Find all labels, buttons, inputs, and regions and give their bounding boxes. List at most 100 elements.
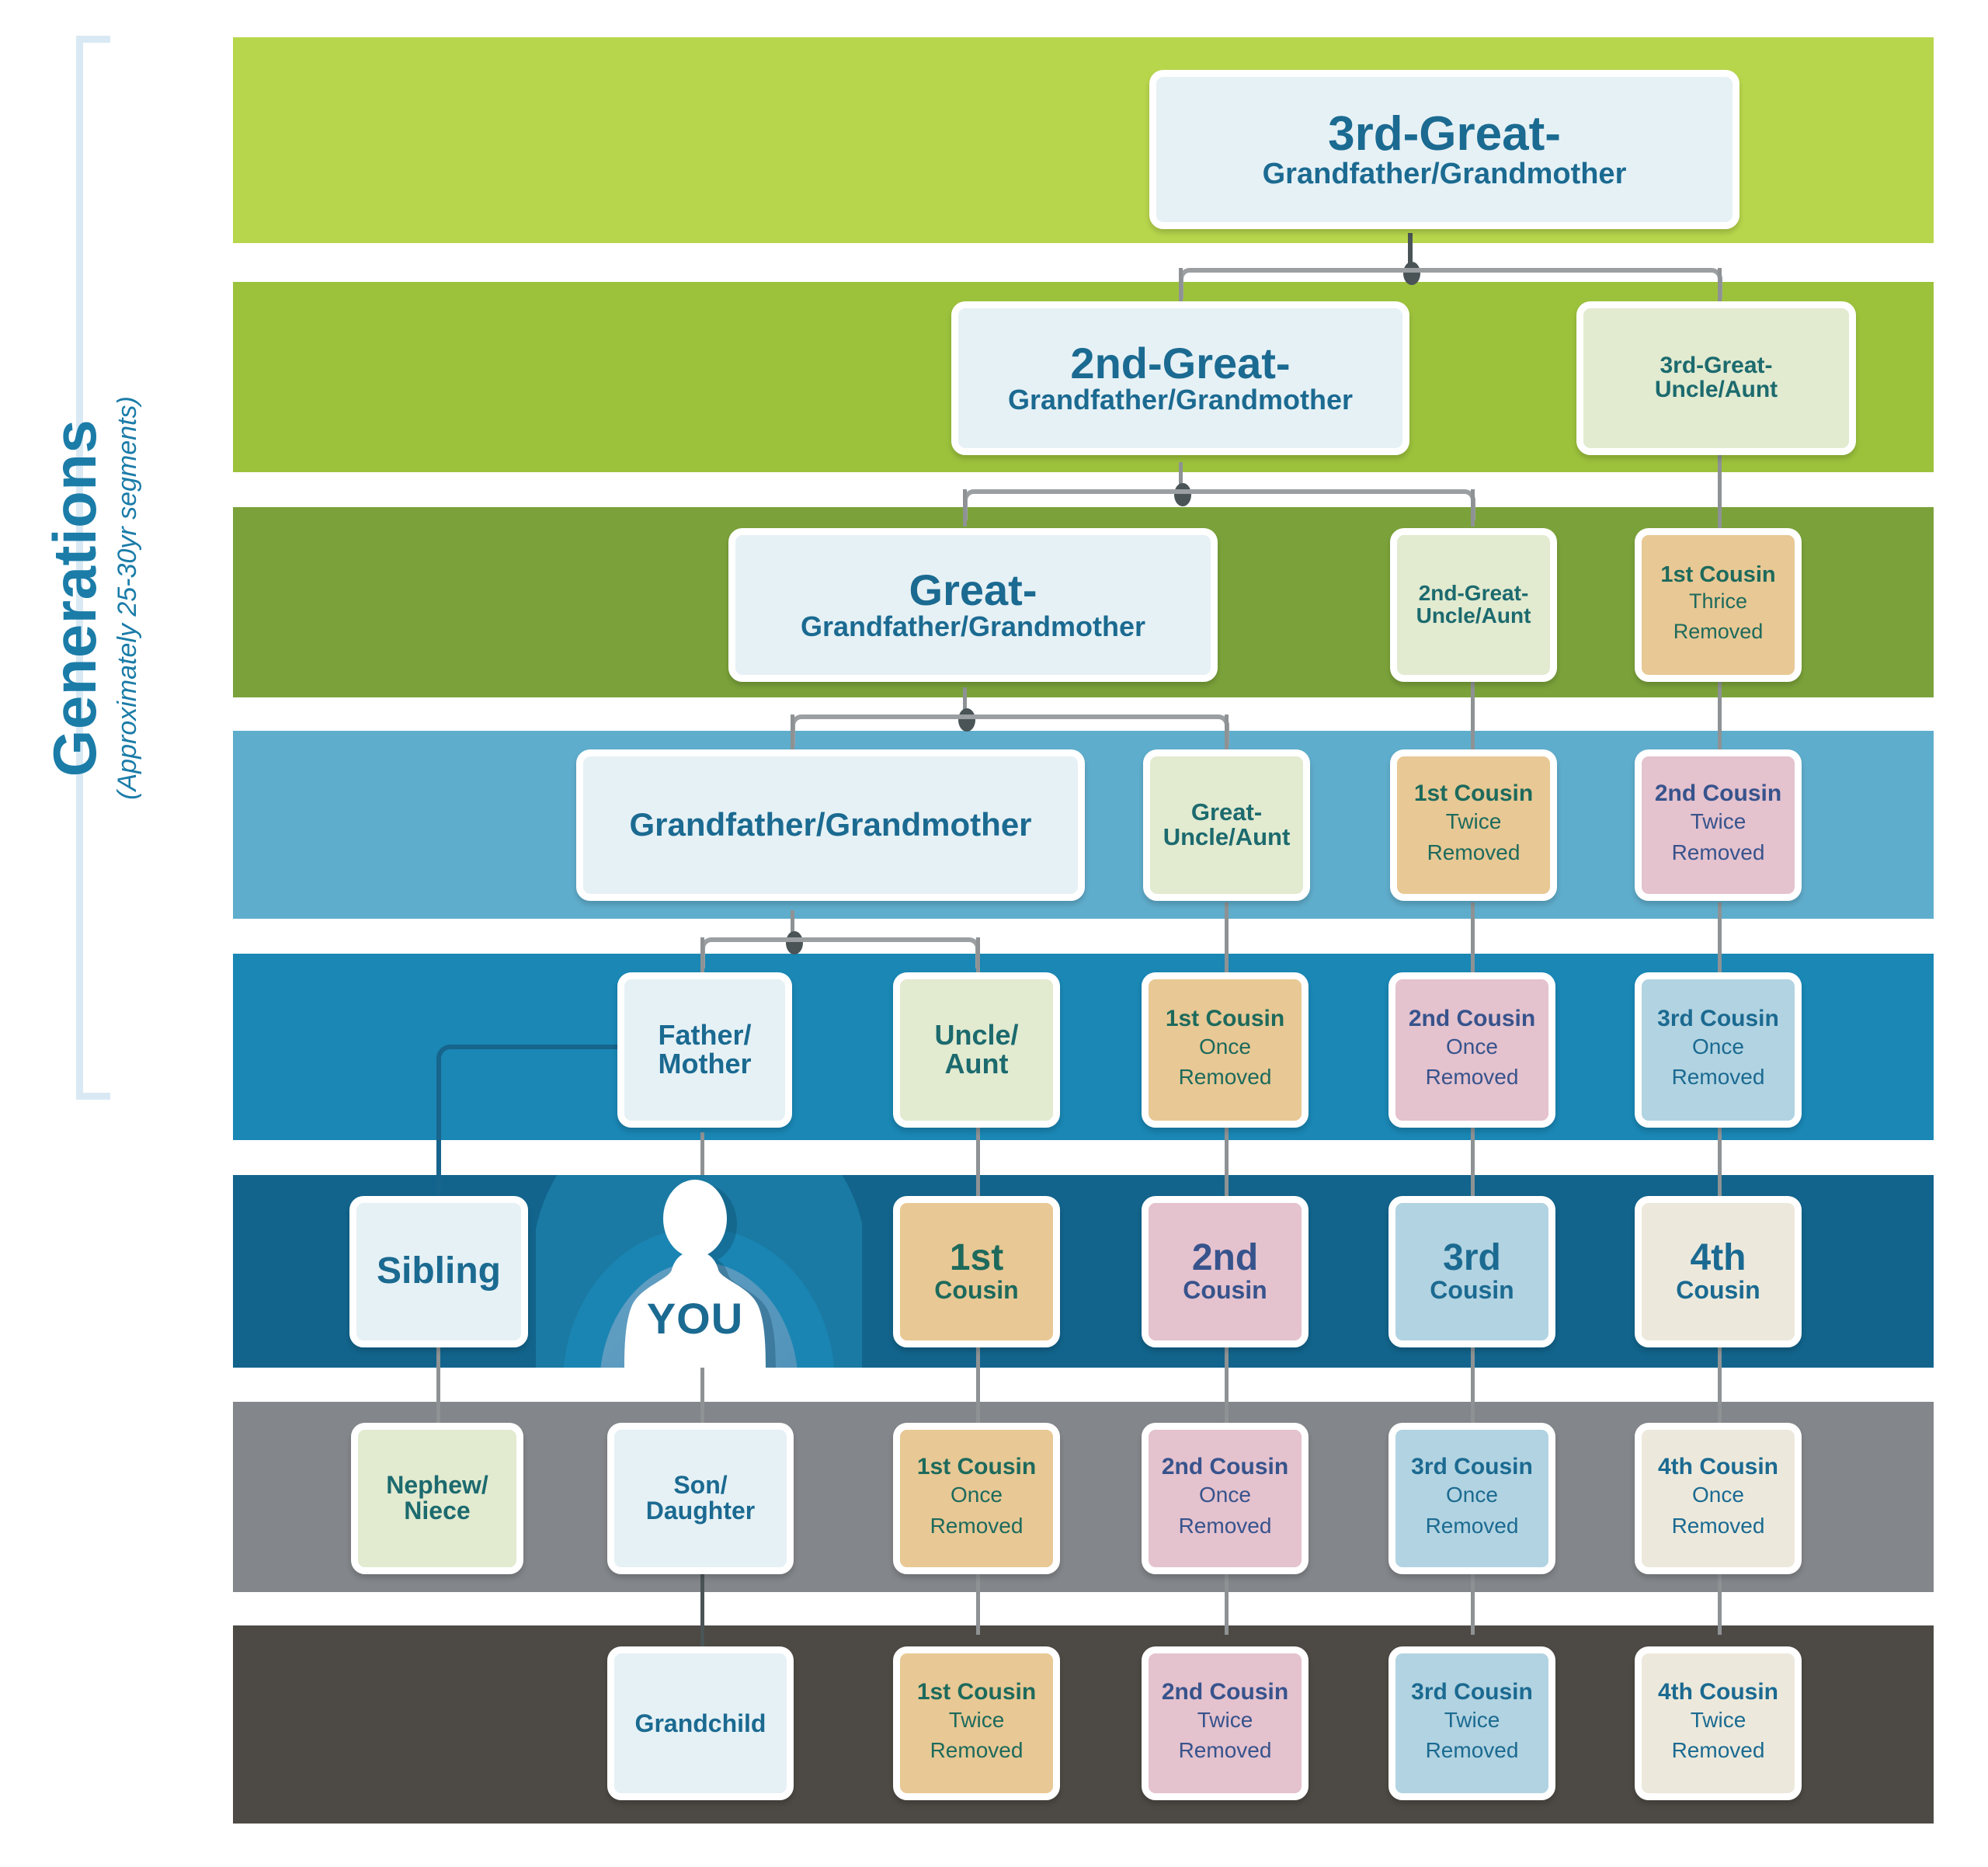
node-title: Nephew/: [386, 1471, 488, 1500]
node-uncle-aunt[interactable]: Uncle/ Aunt: [893, 972, 1060, 1128]
node-sub1: Once: [1199, 1034, 1251, 1059]
node-subtitle: Grandfather/Grandmother: [1262, 157, 1627, 190]
connector-line: [1179, 462, 1183, 492]
node-sub1: Twice: [1445, 809, 1502, 834]
connector-line: [700, 1573, 704, 1658]
node-nephew-niece[interactable]: Nephew/ Niece: [351, 1423, 523, 1574]
node-sub1: Once: [1446, 1034, 1498, 1059]
node-sub1: Once: [1199, 1483, 1251, 1507]
node-sub1: Twice: [1690, 1707, 1746, 1732]
connector-bar: [700, 937, 980, 968]
node-title: 1st Cousin: [1660, 561, 1776, 587]
node-title: 3rd-Great-: [1328, 106, 1561, 161]
node-title: Grandfather/Grandmother: [629, 806, 1032, 843]
connector-line: [791, 714, 794, 753]
node-title: Sibling: [377, 1250, 501, 1292]
node-title: 4th: [1690, 1237, 1746, 1279]
connector-line: [700, 1347, 704, 1429]
connector-line: [1718, 1125, 1722, 1210]
node-subtitle: Niece: [404, 1496, 471, 1525]
node-2nd-cousin-once-removed-down[interactable]: 2nd Cousin Once Removed: [1142, 1423, 1309, 1574]
node-3rd-cousin-twice-removed-down[interactable]: 3rd Cousin Twice Removed: [1388, 1646, 1555, 1800]
node-1st-cousin-once-removed-down[interactable]: 1st Cousin Once Removed: [893, 1423, 1060, 1574]
connector-line: [976, 1347, 980, 1429]
node-2nd-great-uncle-aunt[interactable]: 2nd-Great- Uncle/Aunt: [1390, 528, 1557, 682]
connector-line: [1225, 1125, 1229, 1210]
you-figure: [536, 1175, 862, 1368]
node-sub2: Removed: [930, 1513, 1024, 1538]
generations-bracket: [76, 36, 110, 1100]
node-sub1: Thrice: [1688, 589, 1747, 614]
node-subtitle: Daughter: [645, 1496, 756, 1525]
node-subtitle: Grandfather/Grandmother: [800, 610, 1146, 643]
node-title: 1st Cousin: [916, 1454, 1037, 1480]
node-great-uncle-aunt[interactable]: Great- Uncle/Aunt: [1143, 749, 1310, 901]
node-sub2: Removed: [1425, 1738, 1519, 1763]
node-2nd-cousin-twice-removed-down[interactable]: 2nd Cousin Twice Removed: [1142, 1646, 1309, 1800]
node-2nd-cousin[interactable]: 2nd Cousin: [1142, 1196, 1309, 1347]
node-2nd-cousin-twice-removed[interactable]: 2nd Cousin Twice Removed: [1635, 749, 1802, 901]
connector-line: [1225, 1347, 1229, 1429]
node-3rd-cousin-once-removed-up[interactable]: 3rd Cousin Once Removed: [1635, 972, 1802, 1128]
node-grandchild[interactable]: Grandchild: [607, 1646, 794, 1800]
connector-line: [1471, 680, 1475, 753]
node-3rd-cousin-once-removed-down[interactable]: 3rd Cousin Once Removed: [1388, 1423, 1555, 1574]
node-parent[interactable]: Father/ Mother: [617, 972, 792, 1128]
connector-dot: [1403, 262, 1420, 285]
node-2nd-cousin-once-removed-up[interactable]: 2nd Cousin Once Removed: [1388, 972, 1555, 1128]
node-title: 3rd Cousin: [1657, 1005, 1779, 1031]
node-sibling[interactable]: Sibling: [349, 1196, 528, 1347]
node-1st-cousin[interactable]: 1st Cousin: [893, 1196, 1060, 1347]
node-title: Great-: [1190, 798, 1263, 826]
node-1st-cousin-once-removed-up[interactable]: 1st Cousin Once Removed: [1142, 972, 1309, 1128]
connector-line: [1718, 1573, 1722, 1635]
node-sub1: Once: [1446, 1483, 1498, 1507]
node-title: Father/: [658, 1018, 752, 1051]
node-2nd-great-grandparent[interactable]: 2nd-Great- Grandfather/Grandmother: [951, 301, 1409, 455]
node-4th-cousin-once-removed-down[interactable]: 4th Cousin Once Removed: [1635, 1423, 1802, 1574]
node-title: 1st Cousin: [1413, 781, 1534, 807]
node-sub2: Removed: [1425, 1065, 1519, 1090]
node-sub2: Removed: [1671, 1738, 1765, 1763]
connector-line: [1471, 902, 1475, 976]
connector-line: [1718, 454, 1722, 528]
connector-line: [963, 687, 967, 717]
node-sub1: Twice: [1444, 1707, 1500, 1732]
node-grandparent[interactable]: Grandfather/Grandmother: [576, 749, 1085, 901]
node-sub1: Once: [1692, 1034, 1744, 1059]
node-title: Uncle/: [934, 1018, 1019, 1051]
node-subtitle: Uncle/Aunt: [1654, 377, 1778, 403]
node-1st-cousin-twice-removed-down[interactable]: 1st Cousin Twice Removed: [893, 1646, 1060, 1800]
node-sub2: Removed: [1425, 1513, 1519, 1538]
node-title: 2nd Cousin: [1161, 1678, 1289, 1705]
node-4th-cousin[interactable]: 4th Cousin: [1635, 1196, 1802, 1347]
node-title: 1st Cousin: [916, 1678, 1037, 1705]
node-1st-cousin-thrice-removed[interactable]: 1st Cousin Thrice Removed: [1635, 528, 1802, 682]
connector-line: [1471, 489, 1475, 527]
node-title: 2nd Cousin: [1654, 781, 1782, 807]
node-title: 4th Cousin: [1658, 1454, 1778, 1480]
node-sub2: Removed: [1671, 840, 1765, 864]
connector-bar: [1179, 268, 1722, 299]
node-1st-cousin-twice-removed[interactable]: 1st Cousin Twice Removed: [1390, 749, 1557, 901]
connector-line: [976, 937, 980, 976]
node-child[interactable]: Son/ Daughter: [607, 1423, 794, 1574]
connector-line: [976, 1125, 980, 1210]
node-title: 2nd-Great-: [1418, 580, 1529, 605]
node-title: 3rd Cousin: [1411, 1454, 1533, 1480]
node-3rd-cousin[interactable]: 3rd Cousin: [1388, 1196, 1555, 1347]
node-4th-cousin-twice-removed-down[interactable]: 4th Cousin Twice Removed: [1635, 1646, 1802, 1800]
node-subtitle: Cousin: [934, 1276, 1019, 1305]
connector-line: [1471, 1573, 1475, 1635]
connector-line: [1471, 1347, 1475, 1429]
node-great-grandparent[interactable]: Great- Grandfather/Grandmother: [728, 528, 1218, 682]
node-sub2: Removed: [930, 1738, 1024, 1763]
node-3rd-great-grandparent[interactable]: 3rd-Great- Grandfather/Grandmother: [1149, 70, 1740, 229]
connector-bar: [791, 714, 1229, 746]
connector-line: [1718, 902, 1722, 976]
node-3rd-great-uncle-aunt[interactable]: 3rd-Great- Uncle/Aunt: [1576, 301, 1856, 455]
connector-line: [963, 489, 967, 527]
connector-line: [1471, 1125, 1475, 1210]
connector-line: [1225, 902, 1229, 976]
